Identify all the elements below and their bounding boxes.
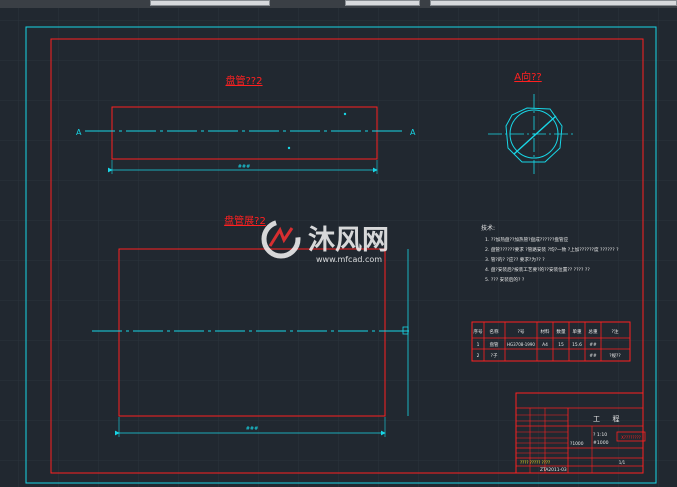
section-mark-right: A (410, 128, 416, 137)
bom-cell: ## (589, 342, 597, 348)
bom-cell: HG3708-1990 (507, 342, 535, 347)
front-marker (343, 112, 347, 116)
watermark-url: www.mfcad.com (316, 255, 382, 264)
bom-cell: 1 (477, 342, 480, 348)
title-block-stamp: ?1000 (570, 441, 584, 447)
front-view-body (111, 106, 378, 160)
front-dimension-text: ### (238, 164, 251, 170)
side-view-outline (505, 107, 563, 163)
watermark-text: 沐风网 (308, 225, 389, 256)
bom-cell: ## (589, 353, 597, 359)
bottom-view-title: 盘管展?2 (224, 214, 266, 227)
title-block-drawing-no: ZTA2011-03 (540, 467, 567, 473)
note-line: 1. ??加热盘??加热管?盘成??????盘管应 (485, 236, 569, 243)
bom-header: 数量 (556, 328, 566, 335)
title-block-weight: #1000 (593, 440, 609, 446)
bom-cell: 15 (558, 342, 564, 348)
title-block-title: 工 (593, 415, 600, 423)
title-block-page: 1/1 (619, 460, 626, 465)
title-block-subtitle: 程 (613, 414, 620, 423)
bom-header: 总重 (588, 328, 598, 335)
technical-notes: 技术: 1. ??加热盘??加热管?盘成??????盘管应 2. 盘管?????… (481, 224, 619, 283)
front-view-title: 盘管??2 (226, 74, 263, 87)
title-block: 工 程 ? 1:10 #1000 X???????? ?1000 ???? ??… (515, 392, 646, 474)
bom-header: ?号 (517, 329, 524, 335)
watermark-logo-icon (261, 219, 301, 259)
bom-cell: 15.6 (572, 342, 582, 348)
front-marker (287, 146, 291, 150)
bom-cell: A4 (542, 342, 548, 348)
bom-header: 材料 (540, 328, 550, 335)
bom-cell: ?规?? (609, 352, 621, 359)
bom-header: 序号 (473, 328, 483, 335)
app-toolbar (0, 0, 677, 8)
window-tab-icon[interactable] (430, 0, 677, 6)
title-block-company: ???? ????? ???? (520, 460, 550, 465)
bom-cell: ?子 (491, 352, 498, 359)
sheet-inner-frame (50, 38, 644, 474)
bottom-view-body (118, 248, 386, 417)
side-view-title: A向?? (514, 70, 541, 83)
bom-table: 序号 名称 ?号 材料 数量 单重 总重 ?注 1 盘管 HG3708-1990… (471, 321, 631, 362)
title-block-code: X???????? (621, 435, 641, 440)
section-mark-left: A (76, 128, 82, 137)
drawing-canvas[interactable]: 盘管??2 A A ### A向?? 盘管展?2 ### 技术: 1. ??加热… (0, 8, 677, 487)
sheet-outer-border (25, 26, 657, 484)
bom-cell: 盘管 (490, 341, 499, 348)
side-diagonal (513, 115, 557, 155)
note-line: 3. 管?的? ?应?? 要求?为?? ? (485, 256, 545, 263)
title-block-code-box (616, 431, 646, 442)
note-line: 4. 盘?安装后?按装工艺要?的??安装位置?? ???? ?? (485, 266, 590, 273)
note-line: 2. 盘管??????要求 ?管路安装 ?均?一致 ?上加??????度 ???… (485, 246, 619, 253)
grid (0, 8, 677, 487)
bottom-dimension-text: ### (246, 426, 259, 432)
notes-heading: 技术: (481, 224, 495, 232)
window-tab-icon[interactable] (150, 0, 270, 6)
bom-header: ?注 (611, 328, 618, 335)
bom-cell: 2 (477, 353, 480, 359)
bom-header: 名称 (489, 328, 499, 335)
title-block-scale: ? 1:10 (593, 432, 607, 438)
watermark: 沐风网 www.mfcad.com (261, 219, 389, 264)
note-line: 5. ??? 安装后的? ? (485, 276, 525, 283)
window-tab-icon[interactable] (345, 0, 420, 6)
bom-header: 单重 (572, 328, 582, 335)
